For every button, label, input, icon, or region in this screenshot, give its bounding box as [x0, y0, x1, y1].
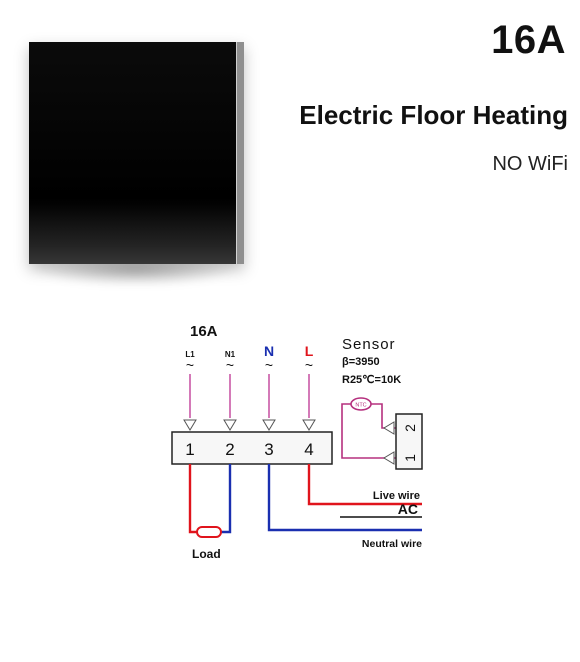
load-label: Load	[192, 547, 221, 561]
arrow-icon	[383, 421, 395, 435]
sensor-terminal-block	[395, 413, 423, 470]
ac-symbol: ~	[265, 357, 273, 373]
arrow-icon	[302, 419, 316, 431]
sensor-beta: β=3950	[342, 356, 380, 368]
terminal-1: 1	[185, 440, 194, 459]
arrow-icon	[223, 419, 237, 431]
terminal-2: 2	[225, 440, 234, 459]
ac-symbol: ~	[186, 357, 194, 373]
arrow-icon	[262, 419, 276, 431]
connectivity-label: NO WiFi	[492, 153, 568, 175]
terminal-4: 4	[304, 440, 313, 459]
sensor-terminal-1: 1	[402, 454, 418, 462]
terminal-3: 3	[264, 440, 273, 459]
ac-label: AC	[398, 501, 418, 517]
load-wire-neutral	[220, 464, 232, 534]
neutral-wire-label: Neutral wire	[362, 538, 422, 550]
ac-symbol: ~	[226, 357, 234, 373]
wiring-diagram: 16A L1 N1 N L ~ ~ ~ ~ 1 2 3 4 Load Live …	[171, 323, 423, 561]
thermostat-panel-image	[29, 42, 244, 264]
product-name: Electric Floor Heating	[299, 100, 568, 130]
input-label-l: L	[305, 343, 314, 359]
sensor-title: Sensor	[342, 336, 396, 353]
load-resistor-icon	[196, 526, 222, 538]
input-label-n: N	[264, 343, 274, 359]
arrow-icon	[183, 419, 197, 431]
ac-symbol: ~	[305, 357, 313, 373]
current-rating-title: 16A	[491, 18, 566, 62]
panel-reflection	[29, 204, 237, 264]
arrow-icon	[383, 451, 395, 465]
sensor-wire-lower	[341, 403, 396, 459]
ntc-sensor-symbol: NTC	[355, 403, 366, 409]
diagram-rating: 16A	[190, 323, 218, 340]
live-wire	[307, 464, 422, 506]
neutral-wire	[267, 464, 422, 532]
ntc-sensor-icon	[350, 397, 372, 411]
sensor-terminal-2: 2	[402, 424, 418, 432]
sensor-r25: R25℃=10K	[342, 374, 401, 386]
input-label-n1: N1	[225, 350, 236, 359]
input-label-l1: L1	[185, 350, 195, 359]
live-wire-label: Live wire	[373, 490, 420, 502]
terminal-block	[171, 431, 333, 465]
load-wire-live	[188, 464, 198, 534]
